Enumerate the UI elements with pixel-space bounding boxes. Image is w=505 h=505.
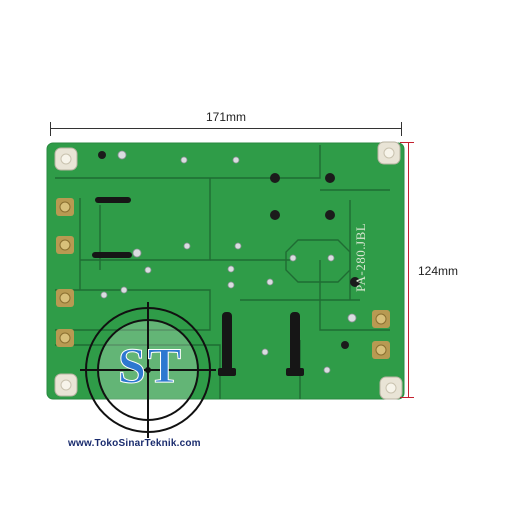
- width-dimension-label: 171mm: [205, 110, 246, 124]
- height-dimension-tick-bottom: [400, 397, 414, 398]
- terminal-left-1: [56, 198, 74, 216]
- width-dimension-tick-left: [50, 122, 51, 136]
- mounting-standoffs: [54, 141, 403, 400]
- cable-ties: [92, 197, 304, 376]
- watermark-logo-letters: ST: [117, 337, 184, 394]
- terminal-left-4: [56, 329, 74, 347]
- terminal-left-2: [56, 236, 74, 254]
- watermark-logo: [80, 302, 216, 438]
- height-dimension-line: [408, 142, 409, 398]
- height-dimension-label: 124mm: [418, 264, 459, 278]
- logo-center-dot: [145, 367, 151, 373]
- width-dimension: 171mm: [50, 110, 402, 136]
- watermark-website: www.TokoSinarTeknik.com: [68, 438, 201, 449]
- pcb-traces: [55, 145, 390, 399]
- width-dimension-line: [50, 128, 402, 129]
- terminal-left-3: [56, 289, 74, 307]
- board-silkscreen-text: PA-280.JBL: [352, 212, 368, 292]
- board-silkscreen-label: PA-280.JBL: [353, 222, 368, 292]
- octagon-trace: [285, 239, 351, 283]
- solder-joints: [100, 150, 357, 374]
- width-dimension-tick-right: [401, 122, 402, 136]
- height-dimension-tick-top: [400, 142, 414, 143]
- height-dimension: [398, 142, 418, 398]
- screw-terminals: [56, 198, 390, 359]
- terminal-right-2: [372, 341, 390, 359]
- terminal-right-1: [372, 310, 390, 328]
- pcb-board: [46, 142, 405, 400]
- black-pads: [98, 151, 360, 349]
